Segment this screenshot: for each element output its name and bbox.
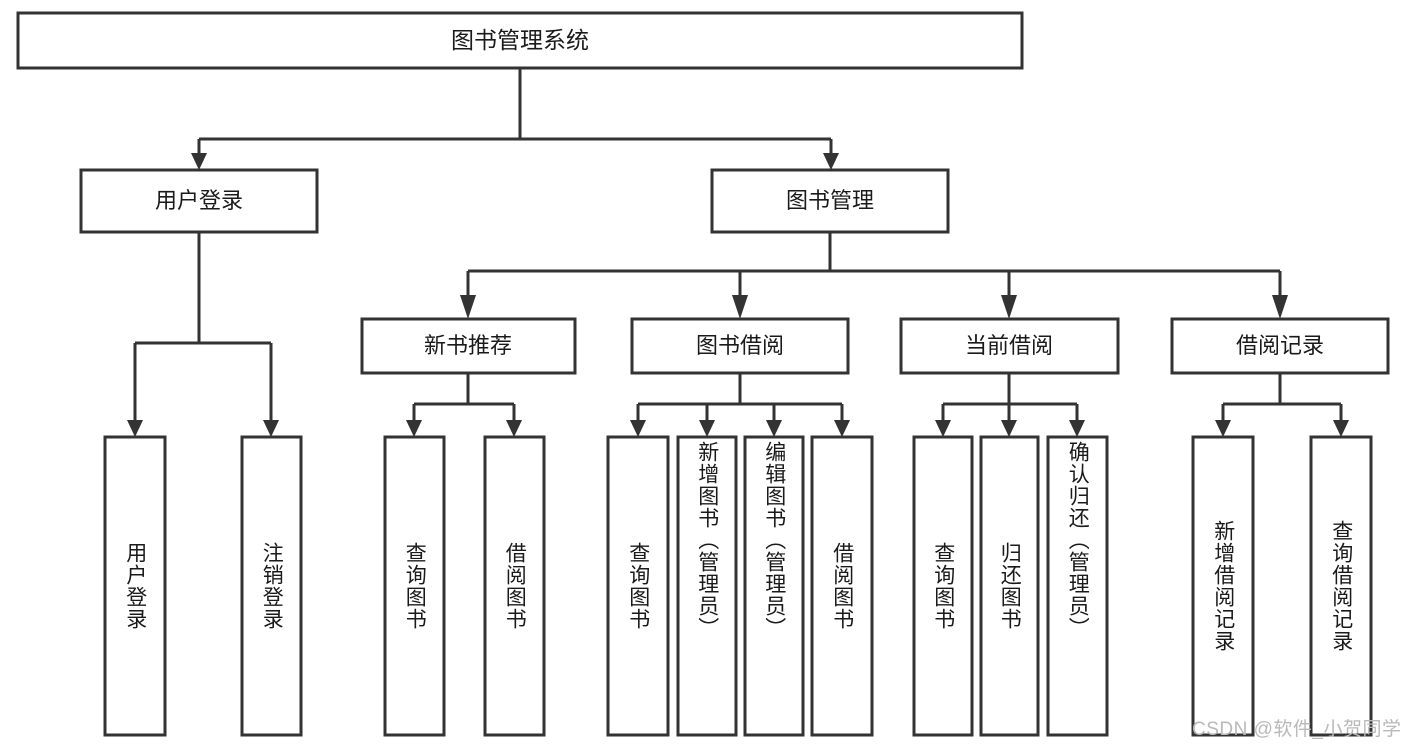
- leaf-br-query-record[interactable]: [1309, 435, 1373, 737]
- leaf-bb-query-book[interactable]: [606, 435, 670, 737]
- arrow-head-new-book: [460, 295, 476, 319]
- arrow-head-leaf-bb-3: [766, 420, 782, 437]
- leaf-bb-add-book[interactable]: [676, 435, 738, 737]
- node-book-management[interactable]: [710, 168, 950, 234]
- leaf-bb-edit-book[interactable]: [743, 435, 805, 737]
- leaf-cb-query-book[interactable]: [912, 435, 974, 737]
- leaf-br-add-record[interactable]: [1191, 435, 1255, 737]
- nodes-layer: 图书管理系统 用户登录 图书管理 新书推荐 图书借阅 当前借阅 借阅记录: [16, 11, 1390, 737]
- arrow-head-user-login: [191, 153, 207, 170]
- arrow-head-leaf-bb-2: [699, 420, 715, 437]
- leaf-nbr-borrow-book[interactable]: [483, 435, 546, 737]
- arrow-head-leaf-logout: [263, 420, 279, 437]
- node-new-book-recommend-label: 新书推荐: [424, 333, 512, 358]
- node-borrow-record-label: 借阅记录: [1236, 333, 1324, 358]
- node-book-borrow-label: 图书借阅: [696, 333, 784, 358]
- arrow-head-leaf-bb-1: [630, 420, 646, 437]
- connectors-layer: [127, 68, 1349, 437]
- node-book-management-label: 图书管理: [786, 188, 874, 213]
- arrow-head-leaf-nb-1: [406, 420, 422, 437]
- node-book-borrow[interactable]: [630, 317, 850, 375]
- leaf-cb-return-book[interactable]: [979, 435, 1040, 737]
- arrow-head-leaf-br-2: [1333, 420, 1349, 437]
- node-current-borrow[interactable]: [899, 317, 1120, 375]
- arrow-head-leaf-br-1: [1215, 420, 1231, 437]
- arrow-head-leaf-cb-2: [1001, 420, 1017, 437]
- arrow-head-book-borrow: [732, 295, 748, 319]
- node-user-login[interactable]: [79, 168, 319, 234]
- arrow-head-book-manage: [823, 153, 839, 170]
- node-borrow-record[interactable]: [1170, 317, 1390, 375]
- leaf-cb-confirm-return[interactable]: [1046, 435, 1109, 737]
- arrow-head-current-borrow: [1001, 295, 1017, 319]
- node-current-borrow-label: 当前借阅: [965, 333, 1053, 358]
- leaf-user-login[interactable]: [103, 435, 167, 737]
- node-user-login-label: 用户登录: [155, 188, 243, 213]
- arrow-head-borrow-record: [1272, 295, 1288, 319]
- node-new-book-recommend[interactable]: [360, 317, 577, 375]
- arrow-head-leaf-user-login: [127, 420, 143, 437]
- arrow-head-leaf-bb-4: [834, 420, 850, 437]
- node-root-book-management-system[interactable]: [16, 11, 1024, 70]
- arrow-head-leaf-cb-3: [1069, 420, 1085, 437]
- leaf-nbr-query-book[interactable]: [383, 435, 446, 737]
- arrow-head-leaf-nb-2: [506, 420, 522, 437]
- node-root-label: 图书管理系统: [451, 27, 589, 53]
- leaf-bb-borrow-book[interactable]: [810, 435, 874, 737]
- leaf-logout[interactable]: [240, 435, 303, 737]
- csdn-watermark: CSDN @软件_小贺同学: [1192, 719, 1402, 740]
- arrow-head-leaf-cb-1: [935, 420, 951, 437]
